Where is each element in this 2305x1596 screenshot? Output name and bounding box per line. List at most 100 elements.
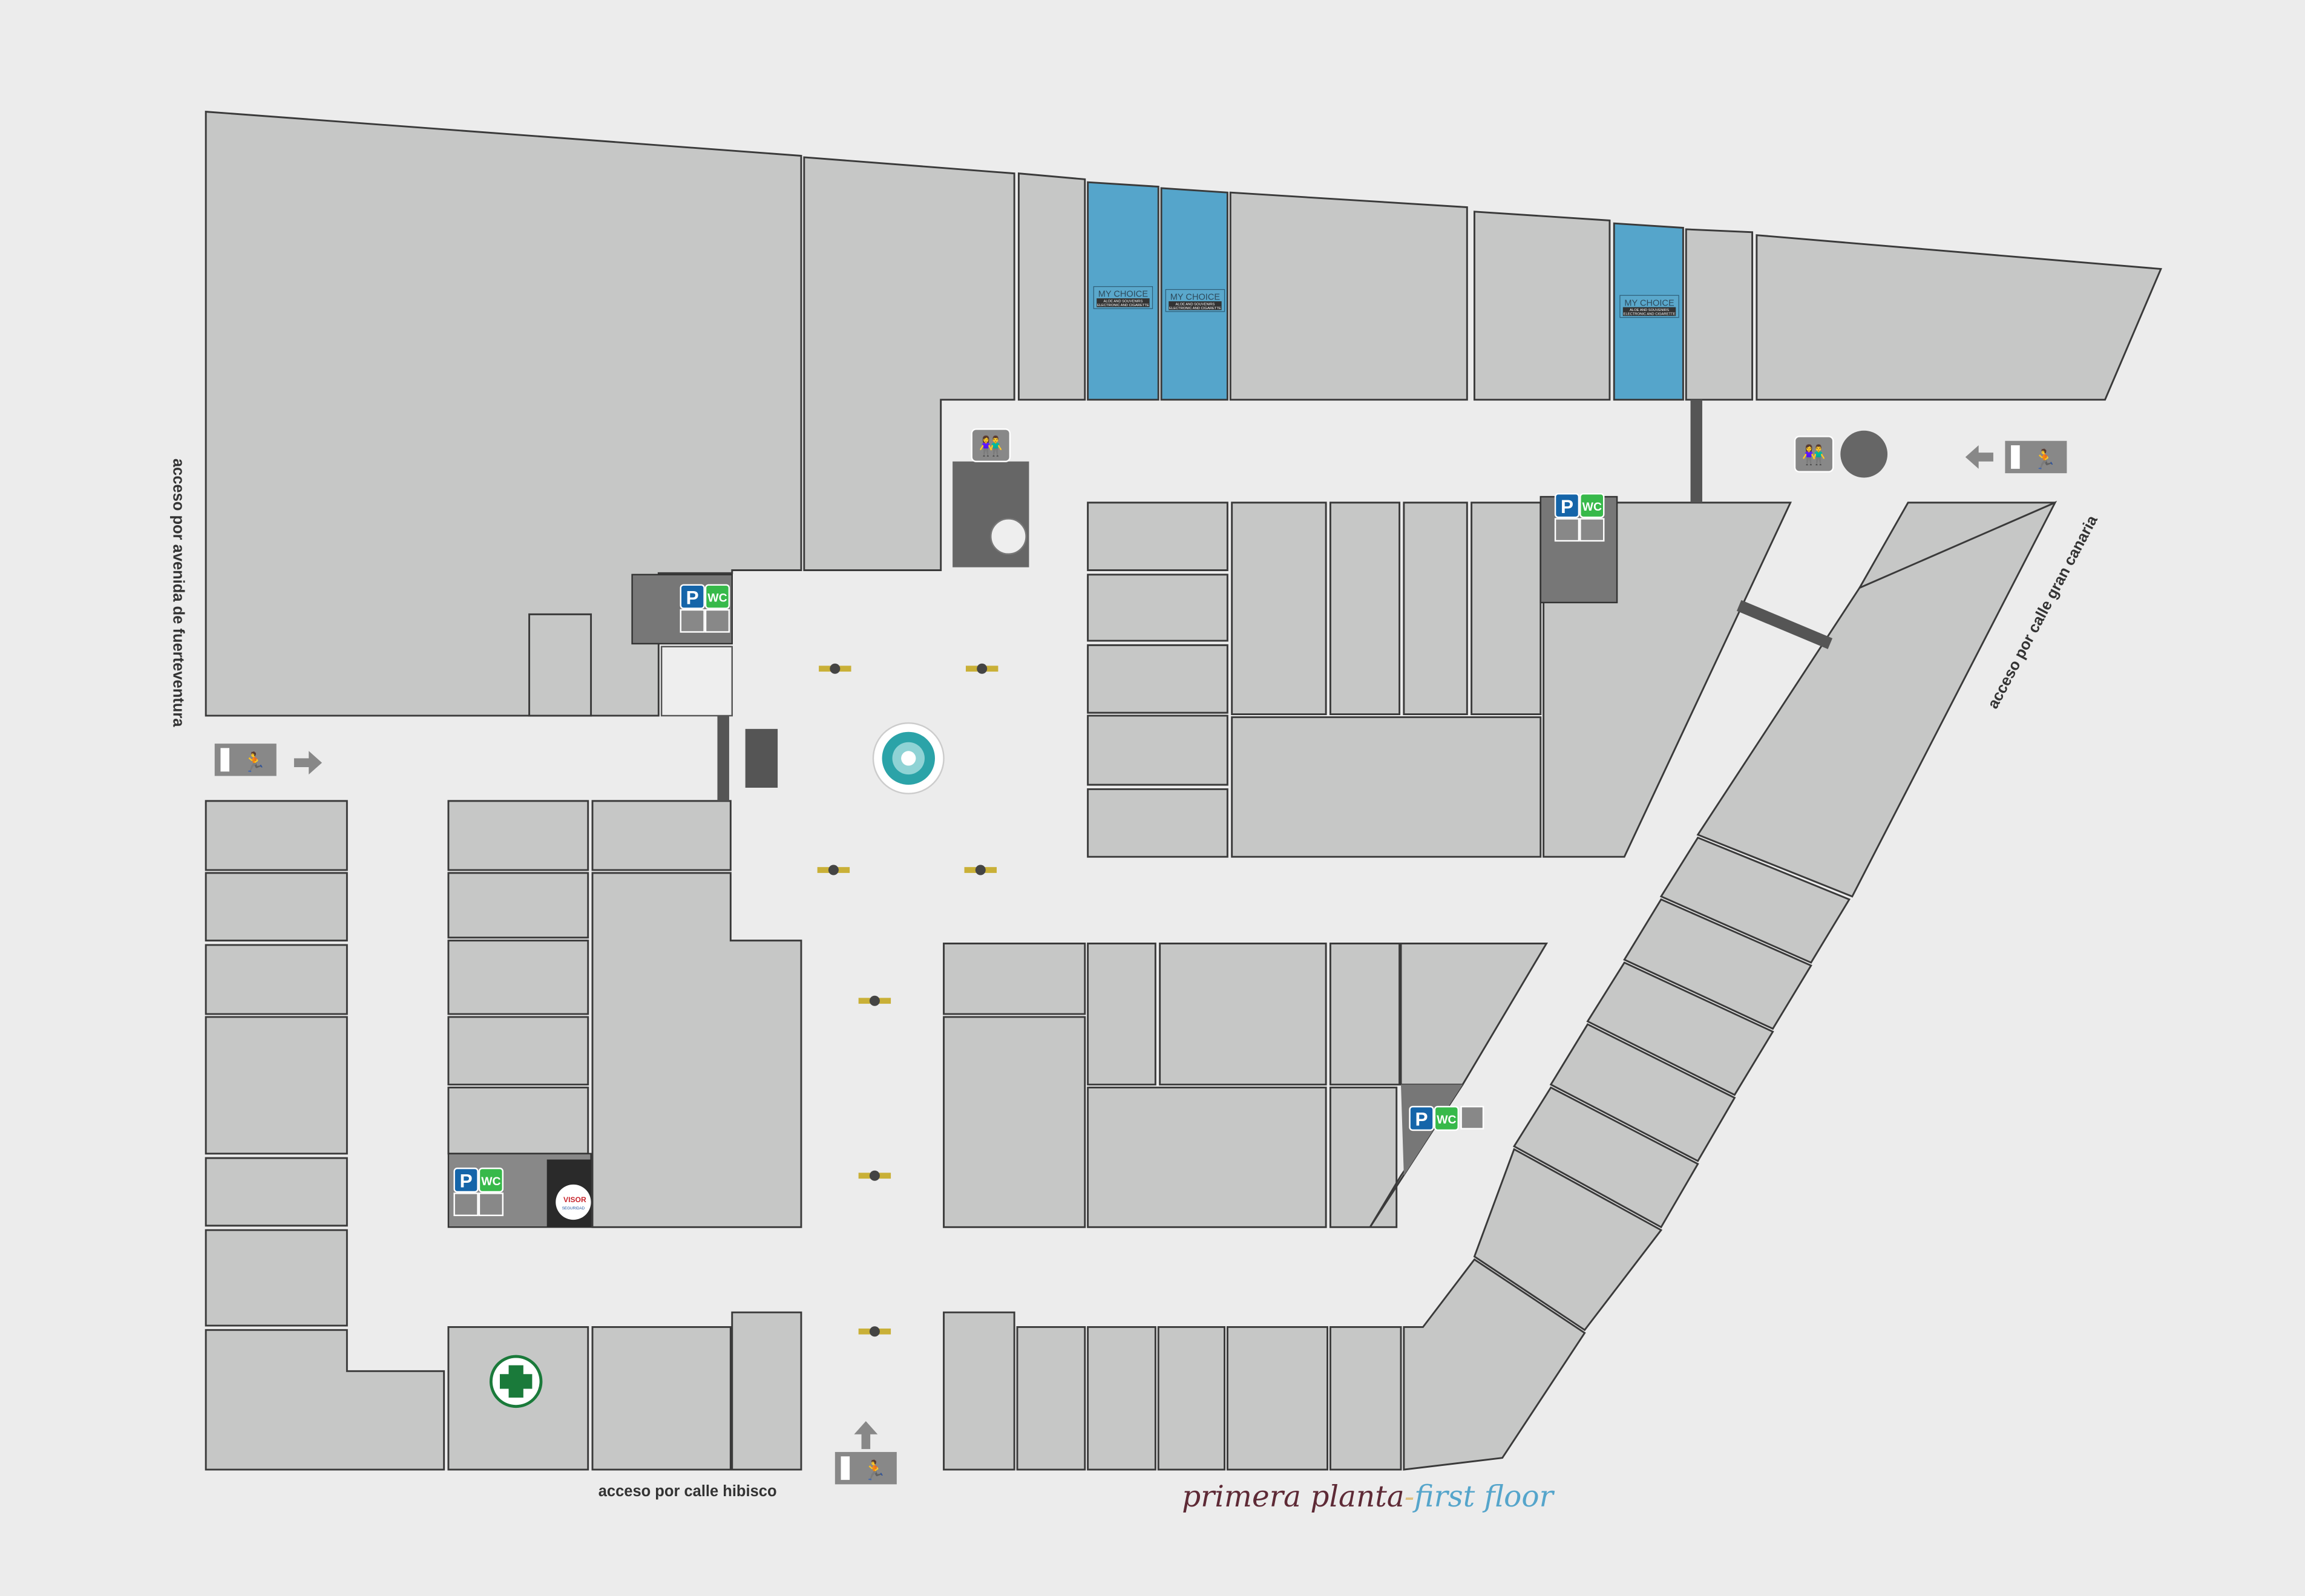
- shop-unit[interactable]: [943, 943, 1086, 1015]
- shop-unit[interactable]: [205, 1157, 348, 1227]
- parking-icon: P: [680, 584, 705, 609]
- shop-unit[interactable]: [591, 1326, 732, 1471]
- shop-unit[interactable]: [591, 872, 802, 1228]
- walkway-bridge: [1736, 600, 1833, 649]
- shop-unit[interactable]: [205, 1329, 445, 1471]
- my-choice-name: MY CHOICE: [1098, 290, 1149, 299]
- shop-unit[interactable]: [1087, 1087, 1327, 1228]
- shop-unit[interactable]: [1016, 1326, 1086, 1471]
- accessible-lift-icon: [453, 1192, 479, 1217]
- shop-unit[interactable]: [1087, 502, 1228, 571]
- shop-unit[interactable]: [1659, 836, 1851, 964]
- shop-unit[interactable]: [1017, 172, 1086, 401]
- shop-unit[interactable]: [1549, 1023, 1736, 1162]
- shop-unit[interactable]: [205, 944, 348, 1015]
- shop-unit[interactable]: [943, 1311, 1015, 1471]
- svg-text:👫: 👫: [979, 435, 1003, 457]
- shop-unit[interactable]: [1756, 234, 2162, 401]
- shop-unit[interactable]: [1474, 211, 1611, 401]
- shop-unit[interactable]: [1087, 788, 1228, 858]
- shop-unit[interactable]: [591, 800, 732, 871]
- shop-unit[interactable]: [1329, 943, 1401, 1086]
- my-choice-line1: ALOE AND SOUVENIRS: [1103, 299, 1143, 303]
- bench-icon: [858, 1326, 891, 1337]
- floor-title-sep: -: [1405, 1480, 1414, 1514]
- services-sign: P WC: [1409, 1105, 1484, 1131]
- shop-unit[interactable]: [205, 800, 348, 871]
- shop-unit[interactable]: [1329, 1326, 1402, 1471]
- benches-layer: [817, 663, 998, 1337]
- shop-unit[interactable]: [447, 1087, 589, 1155]
- wc-label: WC: [707, 592, 727, 605]
- shop-unit[interactable]: [1403, 1258, 1586, 1471]
- shop-unit[interactable]: [1471, 502, 1542, 715]
- bench-icon: [817, 865, 850, 875]
- shop-unit[interactable]: [447, 940, 589, 1015]
- my-choice-line2: ELECTRONIC AND CIGARETTE: [1097, 304, 1149, 307]
- svg-text:👫: 👫: [1802, 444, 1826, 466]
- shop-unit[interactable]: [1087, 1326, 1156, 1471]
- umbrella-icon: [990, 518, 1027, 555]
- exit-sign-south[interactable]: 🏃: [834, 1451, 897, 1485]
- shop-unit[interactable]: [1696, 500, 2057, 898]
- parking-icon: P: [1554, 492, 1580, 518]
- arrow-up-icon: [854, 1421, 878, 1450]
- my-choice-line1: ALOE AND SOUVENIRS: [1175, 303, 1215, 306]
- arrow-right-icon: [293, 751, 323, 775]
- shop-unit[interactable]: [731, 1311, 802, 1471]
- parking-label: P: [460, 1170, 473, 1192]
- arrow-left-icon: [1965, 445, 1993, 469]
- wc-icon: WC: [1434, 1105, 1459, 1131]
- shop-unit[interactable]: [447, 872, 589, 939]
- shop-unit[interactable]: [1087, 943, 1156, 1086]
- svg-text:🏃: 🏃: [243, 751, 266, 773]
- shop-unit[interactable]: [205, 872, 348, 942]
- stairs-icon: [704, 609, 730, 633]
- shop-unit[interactable]: [1329, 502, 1401, 715]
- shop-unit[interactable]: [943, 1016, 1086, 1228]
- shop-unit[interactable]: [1087, 715, 1228, 786]
- shop-unit[interactable]: [1513, 1086, 1699, 1229]
- bench-icon: [966, 663, 998, 674]
- wc-label: WC: [1437, 1113, 1456, 1127]
- shop-unit[interactable]: [205, 1229, 348, 1327]
- shop-unit[interactable]: [1087, 644, 1228, 714]
- shop-unit[interactable]: [1231, 716, 1542, 858]
- shop-unit[interactable]: [1403, 502, 1468, 715]
- shop-unit[interactable]: [1329, 1087, 1398, 1228]
- bench-icon: [858, 1170, 891, 1181]
- shop-unit[interactable]: [1157, 1326, 1225, 1471]
- floor-title-es: primera planta: [1182, 1480, 1405, 1514]
- shop-unit[interactable]: [1159, 943, 1327, 1086]
- floor-title: primera planta-first floor: [1182, 1480, 1555, 1514]
- exit-sign-west[interactable]: 🏃: [214, 744, 277, 776]
- shop-unit[interactable]: [1087, 574, 1228, 642]
- shop-unit[interactable]: [205, 1016, 348, 1155]
- shop-unit[interactable]: [803, 156, 1015, 571]
- shop-unit[interactable]: [1685, 228, 1754, 401]
- shop-unit[interactable]: [205, 111, 802, 717]
- wc-label: WC: [1582, 500, 1602, 514]
- stairs-icon: [478, 1192, 504, 1217]
- access-label-south: acceso por calle hibisco: [598, 1483, 777, 1500]
- shop-unit[interactable]: [447, 800, 589, 871]
- shop-unit[interactable]: [1586, 961, 1774, 1096]
- shop-unit[interactable]: [447, 1016, 589, 1086]
- shop-unit[interactable]: [1226, 1326, 1329, 1471]
- shop-unit[interactable]: [1229, 191, 1468, 401]
- parking-icon: P: [1409, 1105, 1434, 1131]
- security-name: VISOR: [563, 1195, 586, 1204]
- svg-text:🏃: 🏃: [863, 1459, 887, 1481]
- shop-unit[interactable]: [1623, 898, 1812, 1030]
- exit-sign-east[interactable]: 🏃: [2005, 440, 2067, 474]
- shop-unit[interactable]: [1231, 502, 1327, 715]
- bench-icon: [964, 865, 997, 875]
- parking-label: P: [1415, 1108, 1428, 1130]
- shop-unit[interactable]: [1473, 1148, 1663, 1332]
- shop-unit[interactable]: [528, 613, 592, 717]
- parking-label: P: [686, 586, 699, 608]
